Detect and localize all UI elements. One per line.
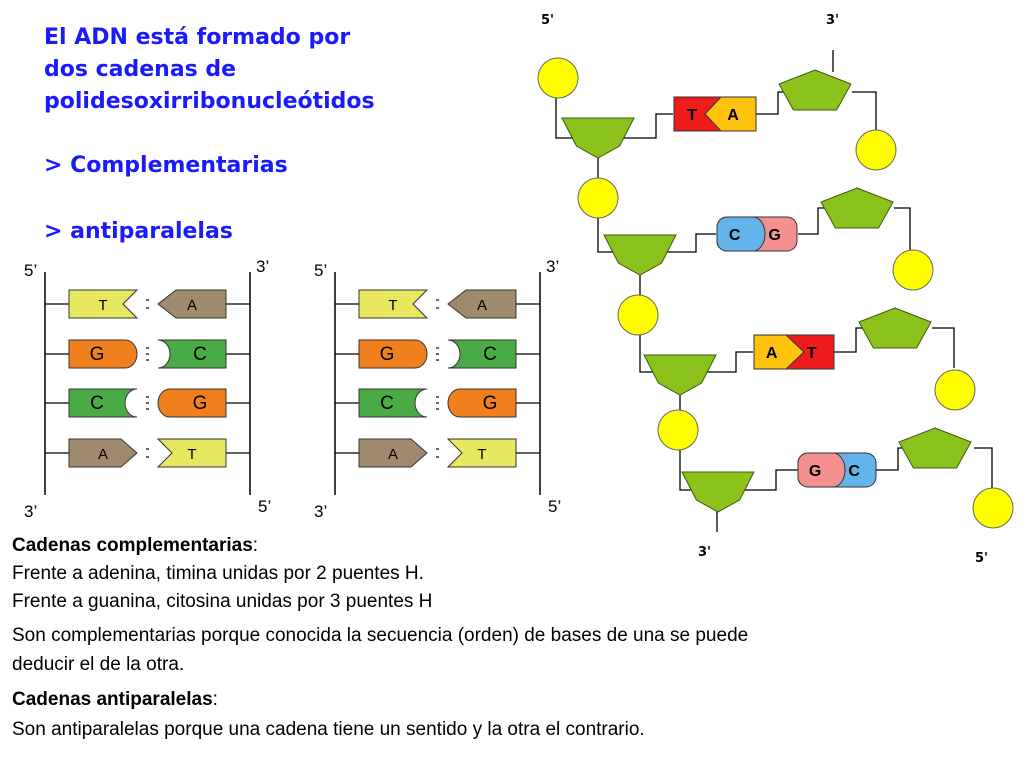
helix-sugar [643, 354, 717, 396]
title-line-1: El ADN está formado por [44, 25, 351, 50]
ladder-b-base-g [358, 339, 428, 369]
helix-base-label: T [807, 345, 817, 362]
ladder-a-base-a [68, 438, 138, 468]
helix-backbone [852, 91, 877, 130]
ladder-b-label-top-right: 3’ [546, 257, 559, 276]
ladder-a-base-label: A [187, 297, 197, 314]
ladder-a-base-label: G [90, 344, 105, 365]
helix-base-label: G [809, 463, 821, 480]
helix-phosphate [892, 249, 934, 291]
ladder-b-base-a [447, 289, 517, 319]
ladder-b-base-g [447, 388, 517, 418]
comp-line-3: Son complementarias porque conocida la s… [12, 625, 749, 646]
helix-base-g [797, 452, 846, 488]
comp-heading-line: Cadenas complementarias: [12, 535, 259, 556]
helix-rung [660, 233, 716, 253]
bullet-complementarias: > Complementarias [44, 153, 288, 178]
title-line-3: polidesoxirribonucleótidos [44, 89, 375, 114]
ladder-a-base-g [157, 388, 227, 418]
helix-base-label: C [848, 463, 860, 480]
ladder-a-base-g [68, 339, 138, 369]
ladder-a-base-label: A [98, 446, 108, 463]
comp-line-2: Frente a guanina, citosina unidas por 3 … [12, 591, 433, 612]
helix-rung [700, 351, 753, 373]
ladder-a-base-label: C [90, 393, 104, 414]
ladder-b-base-label: G [483, 393, 498, 414]
helix-base-t [673, 96, 723, 132]
ladder-b-base-a [358, 438, 428, 468]
ladder-a-base-label: T [187, 446, 196, 463]
ladder-b-label-bottom-right: 5’ [548, 497, 561, 516]
anti-heading-line: Cadenas antiparalelas: [12, 689, 218, 710]
bullet-antiparalelas: > antiparalelas [44, 219, 233, 244]
helix-sugar [681, 471, 755, 513]
helix-label-bottom-3: 3' [698, 545, 711, 560]
anti-heading: Cadenas antiparalelas [12, 689, 213, 710]
ladder-a-label-top-left: 5’ [24, 261, 37, 280]
ladder-b-base-c [447, 339, 517, 369]
helix-label-top-3: 3' [826, 13, 839, 28]
helix-base-c [716, 216, 766, 252]
helix-backbone [894, 207, 911, 250]
anti-line-1: Son antiparalelas porque una cadena tien… [12, 719, 645, 740]
ladder-b-base-t [358, 289, 429, 319]
ladder-b-base-label: G [380, 344, 395, 365]
helix-sugar [858, 307, 932, 349]
ladder-a-base-label: T [98, 297, 107, 314]
helix-label-top-5: 5' [541, 13, 554, 28]
comp-line-4: deducir el de la otra. [12, 654, 185, 675]
helix-base-a [753, 334, 805, 370]
comp-heading: Cadenas complementarias [12, 535, 253, 556]
ladder-b-base-label: A [477, 297, 487, 314]
helix-sugar [820, 187, 894, 229]
ladder-b-base-label: T [477, 446, 486, 463]
helix-backbone [974, 447, 993, 488]
helix-phosphate [657, 409, 699, 451]
helix-phosphate [537, 57, 579, 99]
ladder-b-label-top-left: 5’ [314, 261, 327, 280]
ladder-a-base-label: G [193, 393, 208, 414]
helix-base-label: T [687, 107, 697, 124]
ladder-b-base-label: C [483, 344, 497, 365]
ladder-a-base-t [156, 438, 227, 468]
ladder-b-label-bottom-left: 3’ [314, 502, 327, 521]
ladder-b-base-t [446, 438, 517, 468]
helix-backbone [932, 327, 955, 368]
helix-phosphate [617, 294, 659, 336]
helix-sugar [561, 117, 635, 159]
title-line-2: dos cadenas de [44, 57, 237, 82]
helix-phosphate [972, 487, 1014, 529]
helix-rung [736, 469, 798, 491]
ladder-b-base-c [358, 388, 428, 418]
ladder-a-label-top-right: 3’ [256, 257, 269, 276]
ladder-b-base-label: C [380, 393, 394, 414]
ladder-a-base-t [68, 289, 139, 319]
helix-base-label: C [729, 227, 741, 244]
ladder-a-base-label: C [193, 344, 207, 365]
helix-base-label: A [727, 107, 739, 124]
ladder-b-base-label: A [388, 446, 398, 463]
helix-label-bottom-5: 5' [975, 551, 988, 566]
ladder-b-base-label: T [388, 297, 397, 314]
helix-rung [618, 113, 673, 139]
comp-line-1: Frente a adenina, timina unidas por 2 pu… [12, 563, 424, 584]
ladder-a-label-bottom-left: 3’ [24, 502, 37, 521]
helix-base-label: G [768, 227, 780, 244]
helix-base-label: A [766, 345, 778, 362]
helix-phosphate [577, 177, 619, 219]
ladder-a-base-c [157, 339, 227, 369]
helix-sugar [778, 69, 852, 111]
helix-phosphate [855, 129, 897, 171]
ladder-a-base-c [68, 388, 138, 418]
helix-sugar [898, 427, 972, 469]
helix-sugar [603, 234, 677, 276]
ladder-a-base-a [157, 289, 227, 319]
helix-phosphate [934, 369, 976, 411]
ladder-a-label-bottom-right: 5’ [258, 497, 271, 516]
